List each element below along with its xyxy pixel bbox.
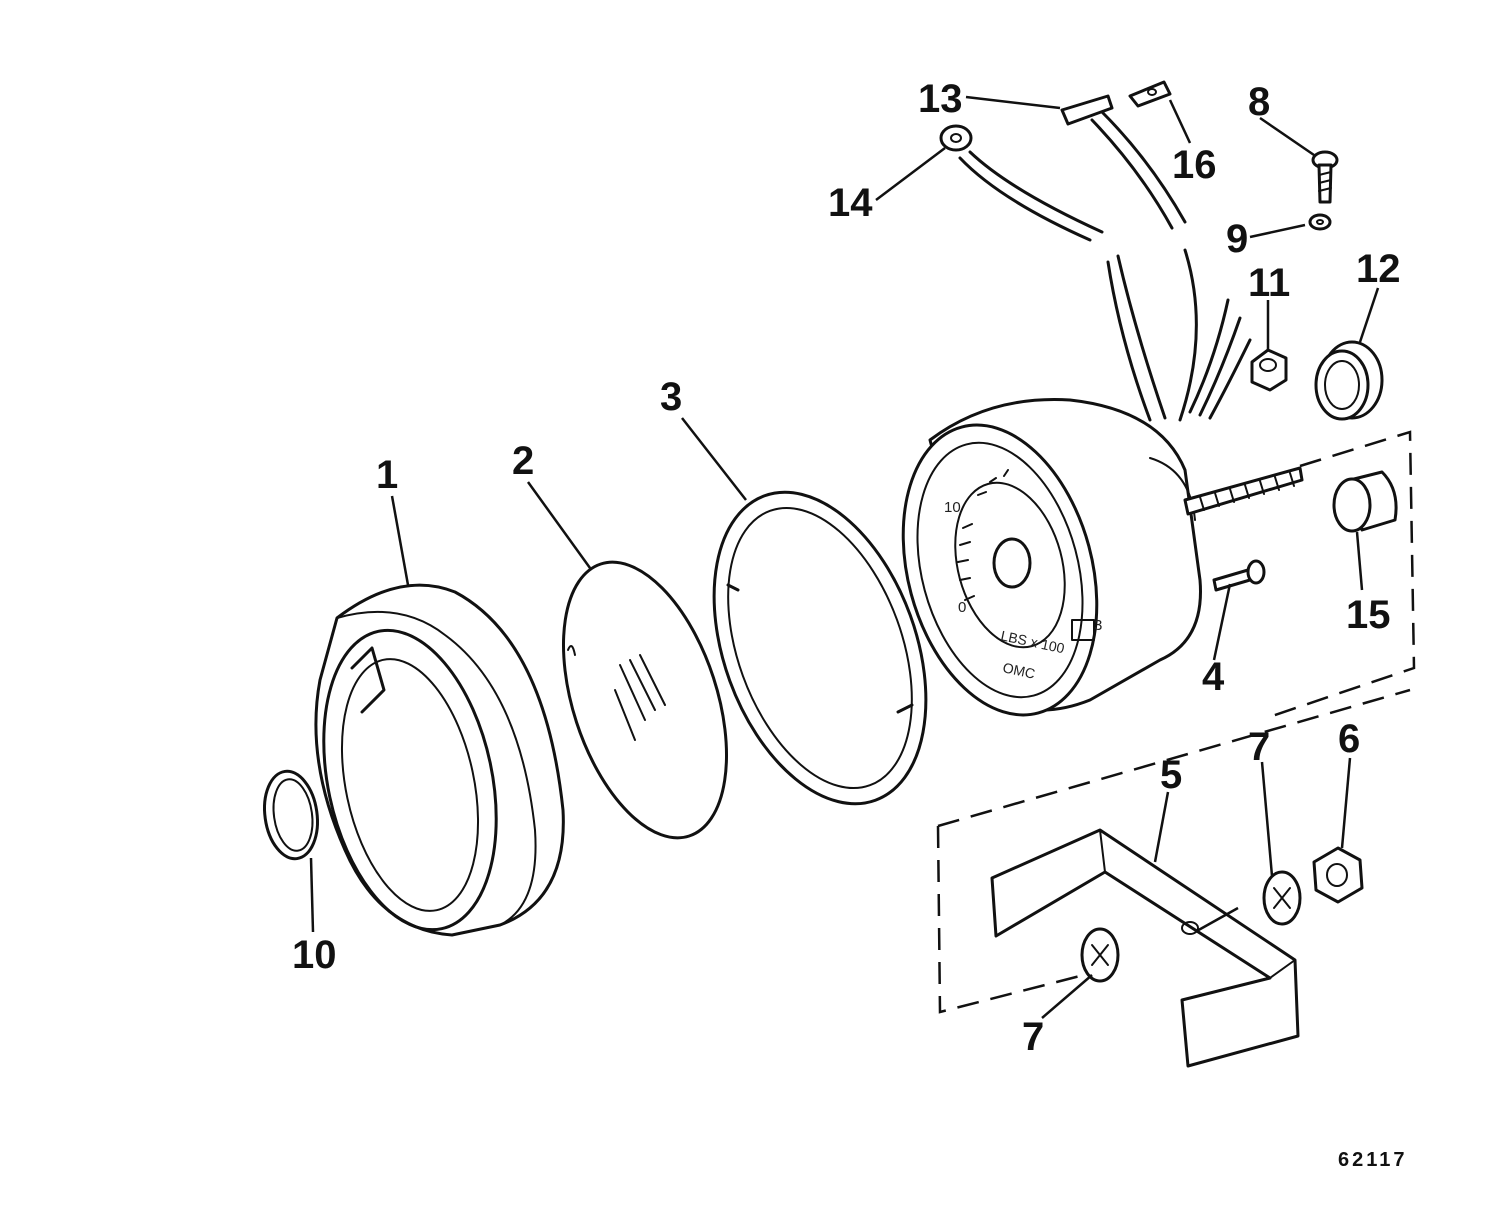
part-8-screw: [1311, 150, 1339, 204]
dashed-enclosure-15: [1271, 430, 1416, 718]
callout-10: 10: [292, 933, 337, 977]
callout-6: 6: [1338, 717, 1360, 761]
callout-9: 9: [1226, 217, 1248, 261]
callout-2: 2: [512, 439, 534, 483]
part-7-star-washer-right: [1262, 870, 1302, 926]
dial-tick-3: 3: [1094, 617, 1102, 634]
part-7-star-washer-left: [1080, 927, 1120, 983]
part-4-screw: [1212, 559, 1266, 592]
part-1-bezel-ring: [314, 583, 565, 937]
dial-tick-0: 0: [958, 599, 966, 616]
part-11-nut: [1250, 348, 1288, 392]
part-2-glass-lens: [562, 560, 728, 840]
dashed-enclosure-bracket: [936, 688, 1411, 1014]
callout-7-left: 7: [1022, 1015, 1044, 1059]
dial-tick-10: 10: [944, 499, 961, 516]
callout-7-right: 7: [1248, 725, 1270, 769]
callout-12: 12: [1356, 247, 1401, 291]
callout-numbers: 1 2 3 4 5 6 7 7 8 9 10 11 12 13 14 15 16: [292, 77, 1401, 1059]
callout-8: 8: [1248, 80, 1270, 124]
callout-11: 11: [1248, 261, 1290, 305]
callout-15: 15: [1346, 593, 1391, 637]
part-3-gasket-ring: [712, 490, 928, 806]
callout-14: 14: [828, 181, 873, 225]
callout-4: 4: [1202, 655, 1225, 699]
callout-1: 1: [376, 453, 398, 497]
part-10-lens-disc: [263, 769, 319, 861]
part-6-hex-nut: [1312, 846, 1364, 904]
part-15-sleeve: [1332, 470, 1398, 533]
callout-5: 5: [1160, 753, 1182, 797]
mounting-stud: [1183, 466, 1304, 516]
gauge-body: 10 0 3 LBS x 100 OMC: [901, 398, 1202, 717]
dial-brand: OMC: [1001, 659, 1036, 681]
callout-13: 13: [918, 77, 963, 121]
part-9-washer: [1308, 213, 1332, 231]
leader-lines: [309, 95, 1380, 1019]
callout-16: 16: [1172, 143, 1217, 187]
wire-harness: [939, 80, 1252, 422]
part-5-bracket: [990, 828, 1300, 1068]
part-12-bushing: [1314, 340, 1384, 421]
callout-3: 3: [660, 375, 682, 419]
figure-number: 62117: [1338, 1149, 1408, 1171]
